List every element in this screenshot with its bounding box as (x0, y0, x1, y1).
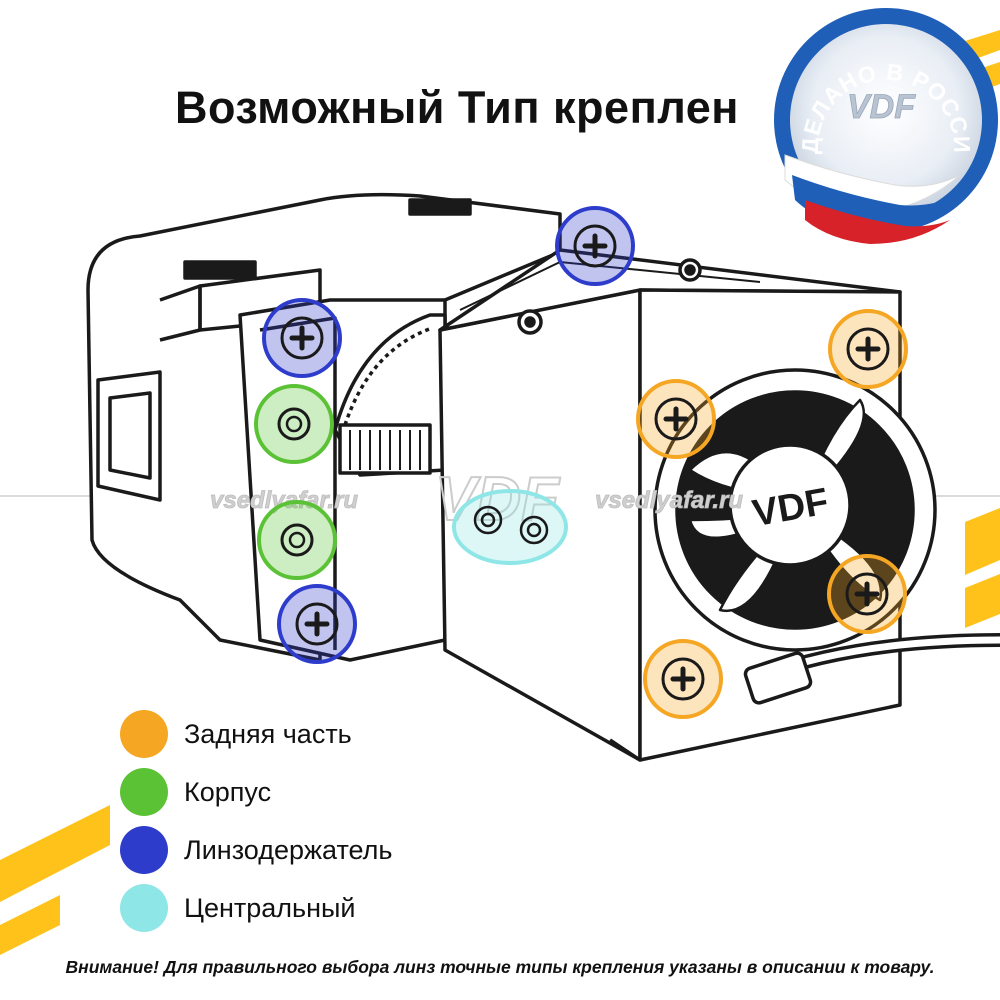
marker-lens-holder-9 (277, 584, 357, 664)
legend-item-rear: Задняя часть (120, 705, 393, 763)
decor-stripes-bottom-left (0, 805, 110, 955)
legend-item-central: Центральный (120, 879, 393, 937)
decor-stripes-right (965, 508, 1000, 628)
marker-rear-1 (828, 309, 908, 389)
legend-dot-housing (120, 768, 168, 816)
marker-lens-holder-7 (555, 206, 635, 286)
marker-rear-2 (636, 379, 716, 459)
legend-dot-lens-holder (120, 826, 168, 874)
legend-label-central: Центральный (184, 892, 356, 923)
legend-dot-rear (120, 710, 168, 758)
badge-brand-logo: VDF (847, 88, 916, 126)
legend-item-lens-holder: Линзодержатель (120, 821, 393, 879)
legend-dot-central (120, 884, 168, 932)
watermark-left: vsedlyafar.ru (210, 487, 358, 514)
legend-label-housing: Корпус (184, 776, 272, 807)
legend-label-lens-holder: Линзодержатель (184, 834, 393, 865)
projector-module (86, 192, 1000, 762)
marker-rear-3 (827, 554, 907, 634)
legend-label-rear: Задняя часть (184, 718, 352, 749)
marker-housing-5 (254, 384, 334, 464)
footer-notice: Внимание! Для правильного выбора линз то… (65, 957, 935, 977)
marker-housing-6 (257, 500, 337, 580)
page-title: Возможный Тип креплен (175, 82, 739, 133)
marker-central (452, 489, 568, 565)
marker-lens-holder-8 (262, 298, 342, 378)
legend: Задняя часть Корпус Линзодержатель Центр… (120, 705, 393, 937)
marker-rear-4 (643, 639, 723, 719)
mounting-point-markers (254, 206, 908, 719)
legend-item-housing: Корпус (120, 763, 393, 821)
watermark-right: vsedlyafar.ru (595, 487, 743, 514)
